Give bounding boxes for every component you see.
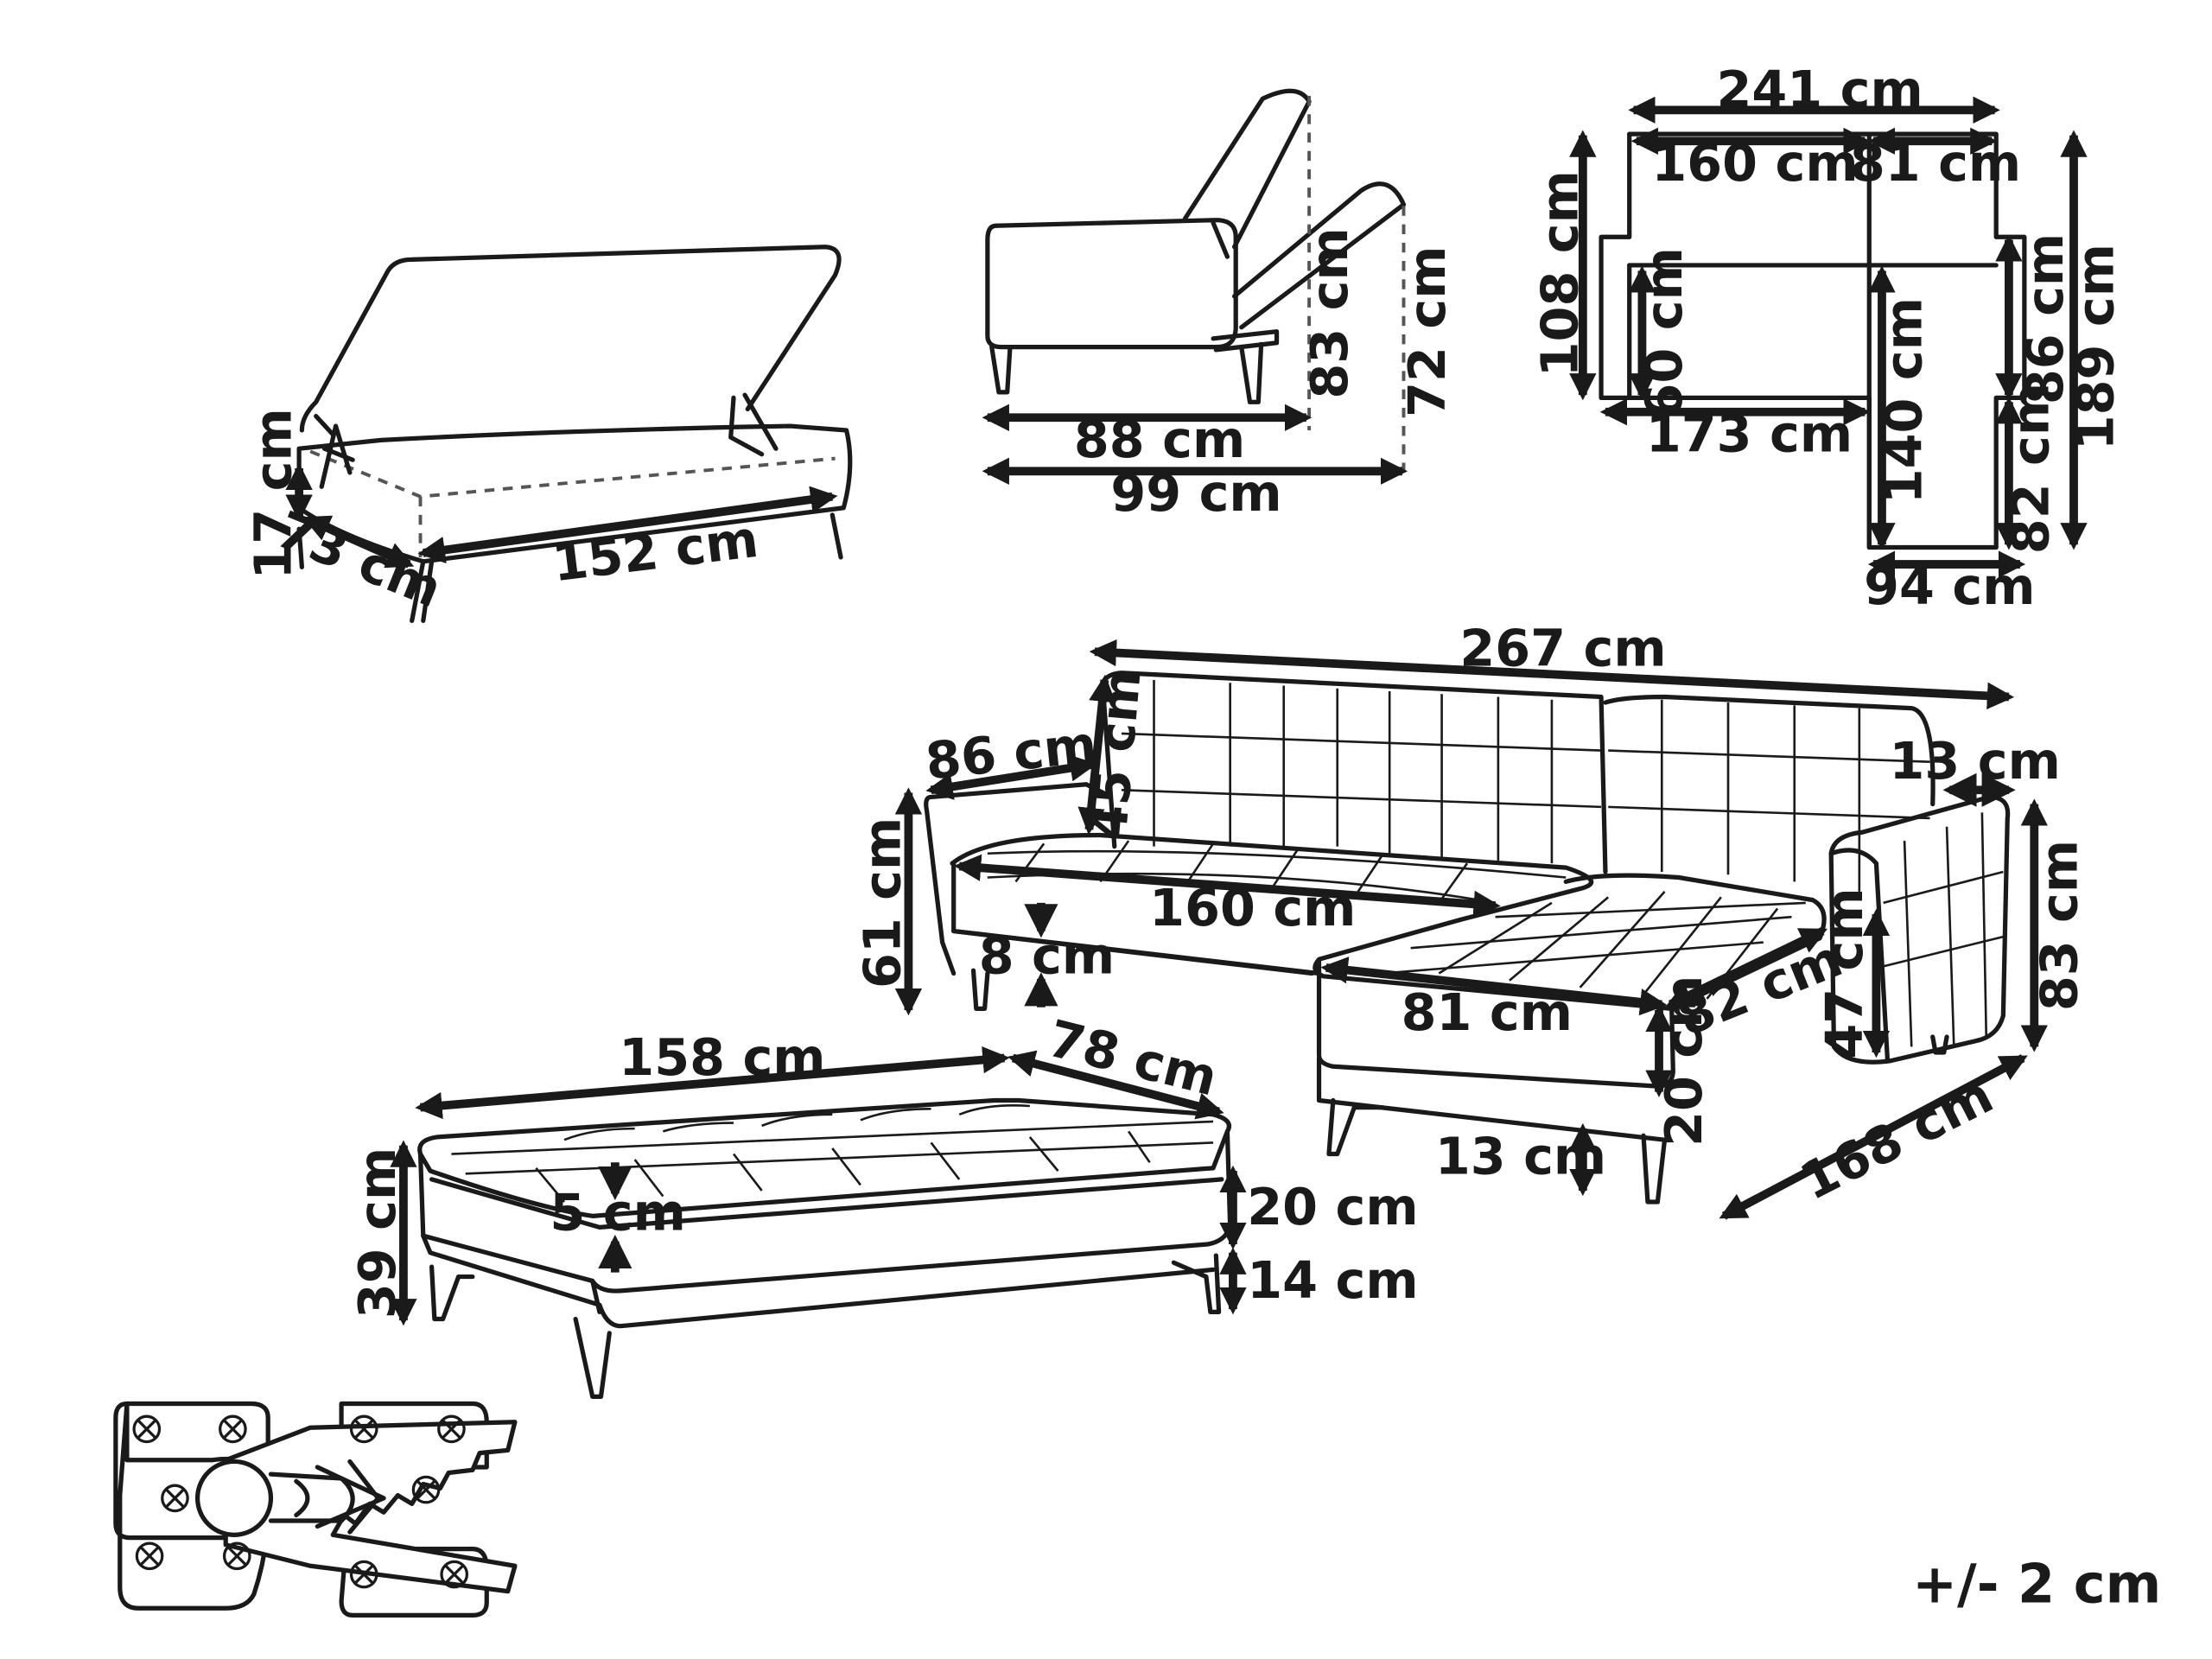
sofa-leg-height-label: 13 cm (1435, 1126, 1606, 1185)
dim-arrow (1665, 927, 1828, 1008)
storage-length-label: 152 cm (549, 509, 761, 594)
dim-arrow (1719, 1054, 2028, 1220)
sofa-arm-height-label: 47 cm (1815, 887, 1874, 1058)
dim-arrow (1320, 957, 1668, 1016)
ottoman-height-label: 39 cm (347, 1147, 407, 1319)
top-sofa-section-label: 160 cm (1651, 133, 1858, 193)
side-seat-height-label: 72 cm (1397, 246, 1457, 417)
dim-arrow (1089, 639, 2015, 709)
top-overall-width-label: 241 cm (1717, 60, 1923, 119)
storage-depth-label: 73 cm (269, 499, 450, 619)
ottoman-length-label: 158 cm (619, 1027, 825, 1087)
dim-arrow (302, 515, 415, 569)
dim-arrow (925, 754, 1097, 800)
side-total-depth-label: 99 cm (1110, 463, 1281, 523)
sofa-armrest-height-label: 61 cm (853, 817, 912, 988)
sofa-seat-base-label: 20 cm (1654, 976, 1713, 1147)
sofa-chaise-length-label: 168 cm (1791, 1065, 2002, 1211)
sofa-total-height-label: 83 cm (2029, 840, 2088, 1011)
top-chaise-depth-label: 82 cm (2001, 383, 2061, 554)
ottoman-legs-label: 14 cm (1247, 1250, 1418, 1310)
ottoman-perspective-drawing (417, 1097, 1233, 1399)
top-chaise-length-label: 140 cm (1874, 297, 1934, 504)
hinge-mechanism-drawing (113, 1401, 518, 1618)
sofa-armrest-width-label: 13 cm (1890, 731, 2061, 791)
ottoman-cushion-label: 5 cm (550, 1183, 685, 1243)
dim-arrow (417, 486, 838, 564)
sofa-backrest-height-label: 45 cm (1078, 667, 1153, 843)
sofa-cushion-thickness-label: 8 cm (979, 926, 1115, 986)
sofa-armrest-depth-label: 86 cm (923, 714, 1099, 791)
sofa-chaise-width-label: 81 cm (1402, 982, 1573, 1042)
sofa-overall-width-label: 267 cm (1459, 619, 1666, 678)
top-sofa-depth-label: 108 cm (1529, 170, 1589, 377)
top-seat-depth-label: 60 cm (1634, 247, 1694, 418)
dim-arrow (953, 854, 1501, 918)
dim-arrow (415, 1046, 1010, 1120)
tolerance-note: +/- 2 cm (1912, 1553, 2161, 1616)
storage-height-label: 17 cm (243, 408, 302, 579)
side-seat-depth-label: 88 cm (1074, 410, 1245, 469)
top-total-length-label: 189 cm (2066, 244, 2126, 450)
top-chaise-width-label: 94 cm (1864, 556, 2035, 616)
top-chaise-section-label: 81 cm (1850, 133, 2021, 193)
side-reclined-height-label: 83 cm (1300, 227, 1359, 398)
dim-arrow (1007, 1050, 1224, 1120)
side-profile-drawing (985, 88, 1407, 404)
top-base-width-label: 173 cm (1646, 404, 1853, 463)
dim-arrow (1077, 674, 1116, 836)
sofa-seat-width-label: 160 cm (1149, 878, 1356, 938)
storage-ottoman-drawing (296, 245, 853, 623)
ottoman-base-label: 20 cm (1247, 1177, 1418, 1236)
